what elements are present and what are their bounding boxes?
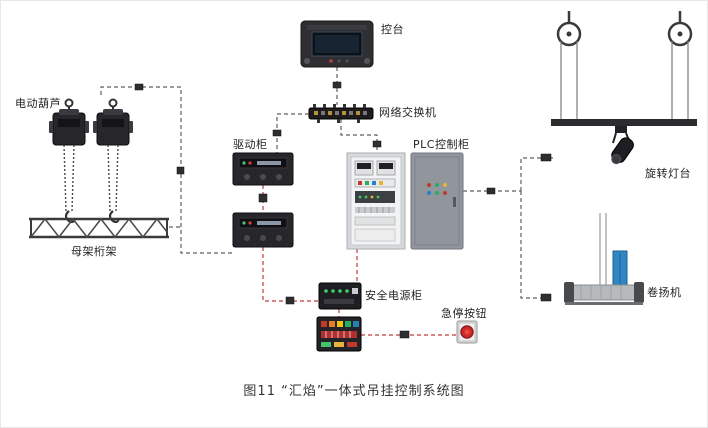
cable-console-to-switch bbox=[332, 67, 342, 105]
label-drive-cabinet: 驱动柜 bbox=[233, 138, 268, 151]
label-safety-power: 安全电源柜 bbox=[365, 289, 423, 302]
label-winch: 卷扬机 bbox=[647, 286, 682, 299]
pulley-left bbox=[556, 11, 582, 119]
electric-hoist-right bbox=[93, 98, 133, 224]
power-wire-drive2-safety bbox=[262, 247, 319, 305]
safety-power-unit-2 bbox=[316, 316, 362, 352]
winch-device bbox=[564, 213, 644, 305]
electric-hoist-left bbox=[49, 98, 89, 224]
console-device bbox=[300, 20, 374, 68]
label-network-switch: 网络交换机 bbox=[379, 106, 437, 119]
plc-cabinet-door bbox=[410, 152, 464, 250]
label-electric-hoist: 电动葫芦 bbox=[15, 97, 61, 110]
network-switch-device bbox=[308, 104, 374, 123]
label-emergency-stop: 急停按钮 bbox=[441, 307, 487, 320]
label-plc-cabinet: PLC控制柜 bbox=[413, 138, 470, 151]
drive-cabinet-1 bbox=[232, 152, 294, 186]
cable-switch-to-plc bbox=[340, 119, 382, 153]
cable-plc-to-right-devices bbox=[463, 153, 553, 302]
safety-power-unit-1 bbox=[318, 282, 362, 310]
pulley-right bbox=[667, 11, 693, 119]
truss-beam bbox=[29, 217, 169, 239]
figure-caption: 图11 “汇焰”一体式吊挂控制系统图 bbox=[243, 384, 465, 399]
label-rotating-light: 旋转灯台 bbox=[645, 167, 691, 180]
rotating-light-fixture bbox=[611, 126, 634, 165]
power-wire-safety-estop bbox=[361, 330, 457, 339]
power-wire-drive1-drive2 bbox=[258, 185, 268, 213]
plc-cabinet-open bbox=[346, 152, 406, 250]
label-console: 控台 bbox=[381, 23, 404, 36]
label-truss: 母架桁架 bbox=[71, 245, 117, 258]
drive-cabinet-2 bbox=[232, 212, 294, 248]
emergency-stop-button bbox=[456, 320, 478, 344]
cable-switch-to-drive bbox=[272, 113, 309, 153]
cable-hoist-loop bbox=[100, 83, 233, 254]
fly-bar bbox=[551, 119, 697, 126]
